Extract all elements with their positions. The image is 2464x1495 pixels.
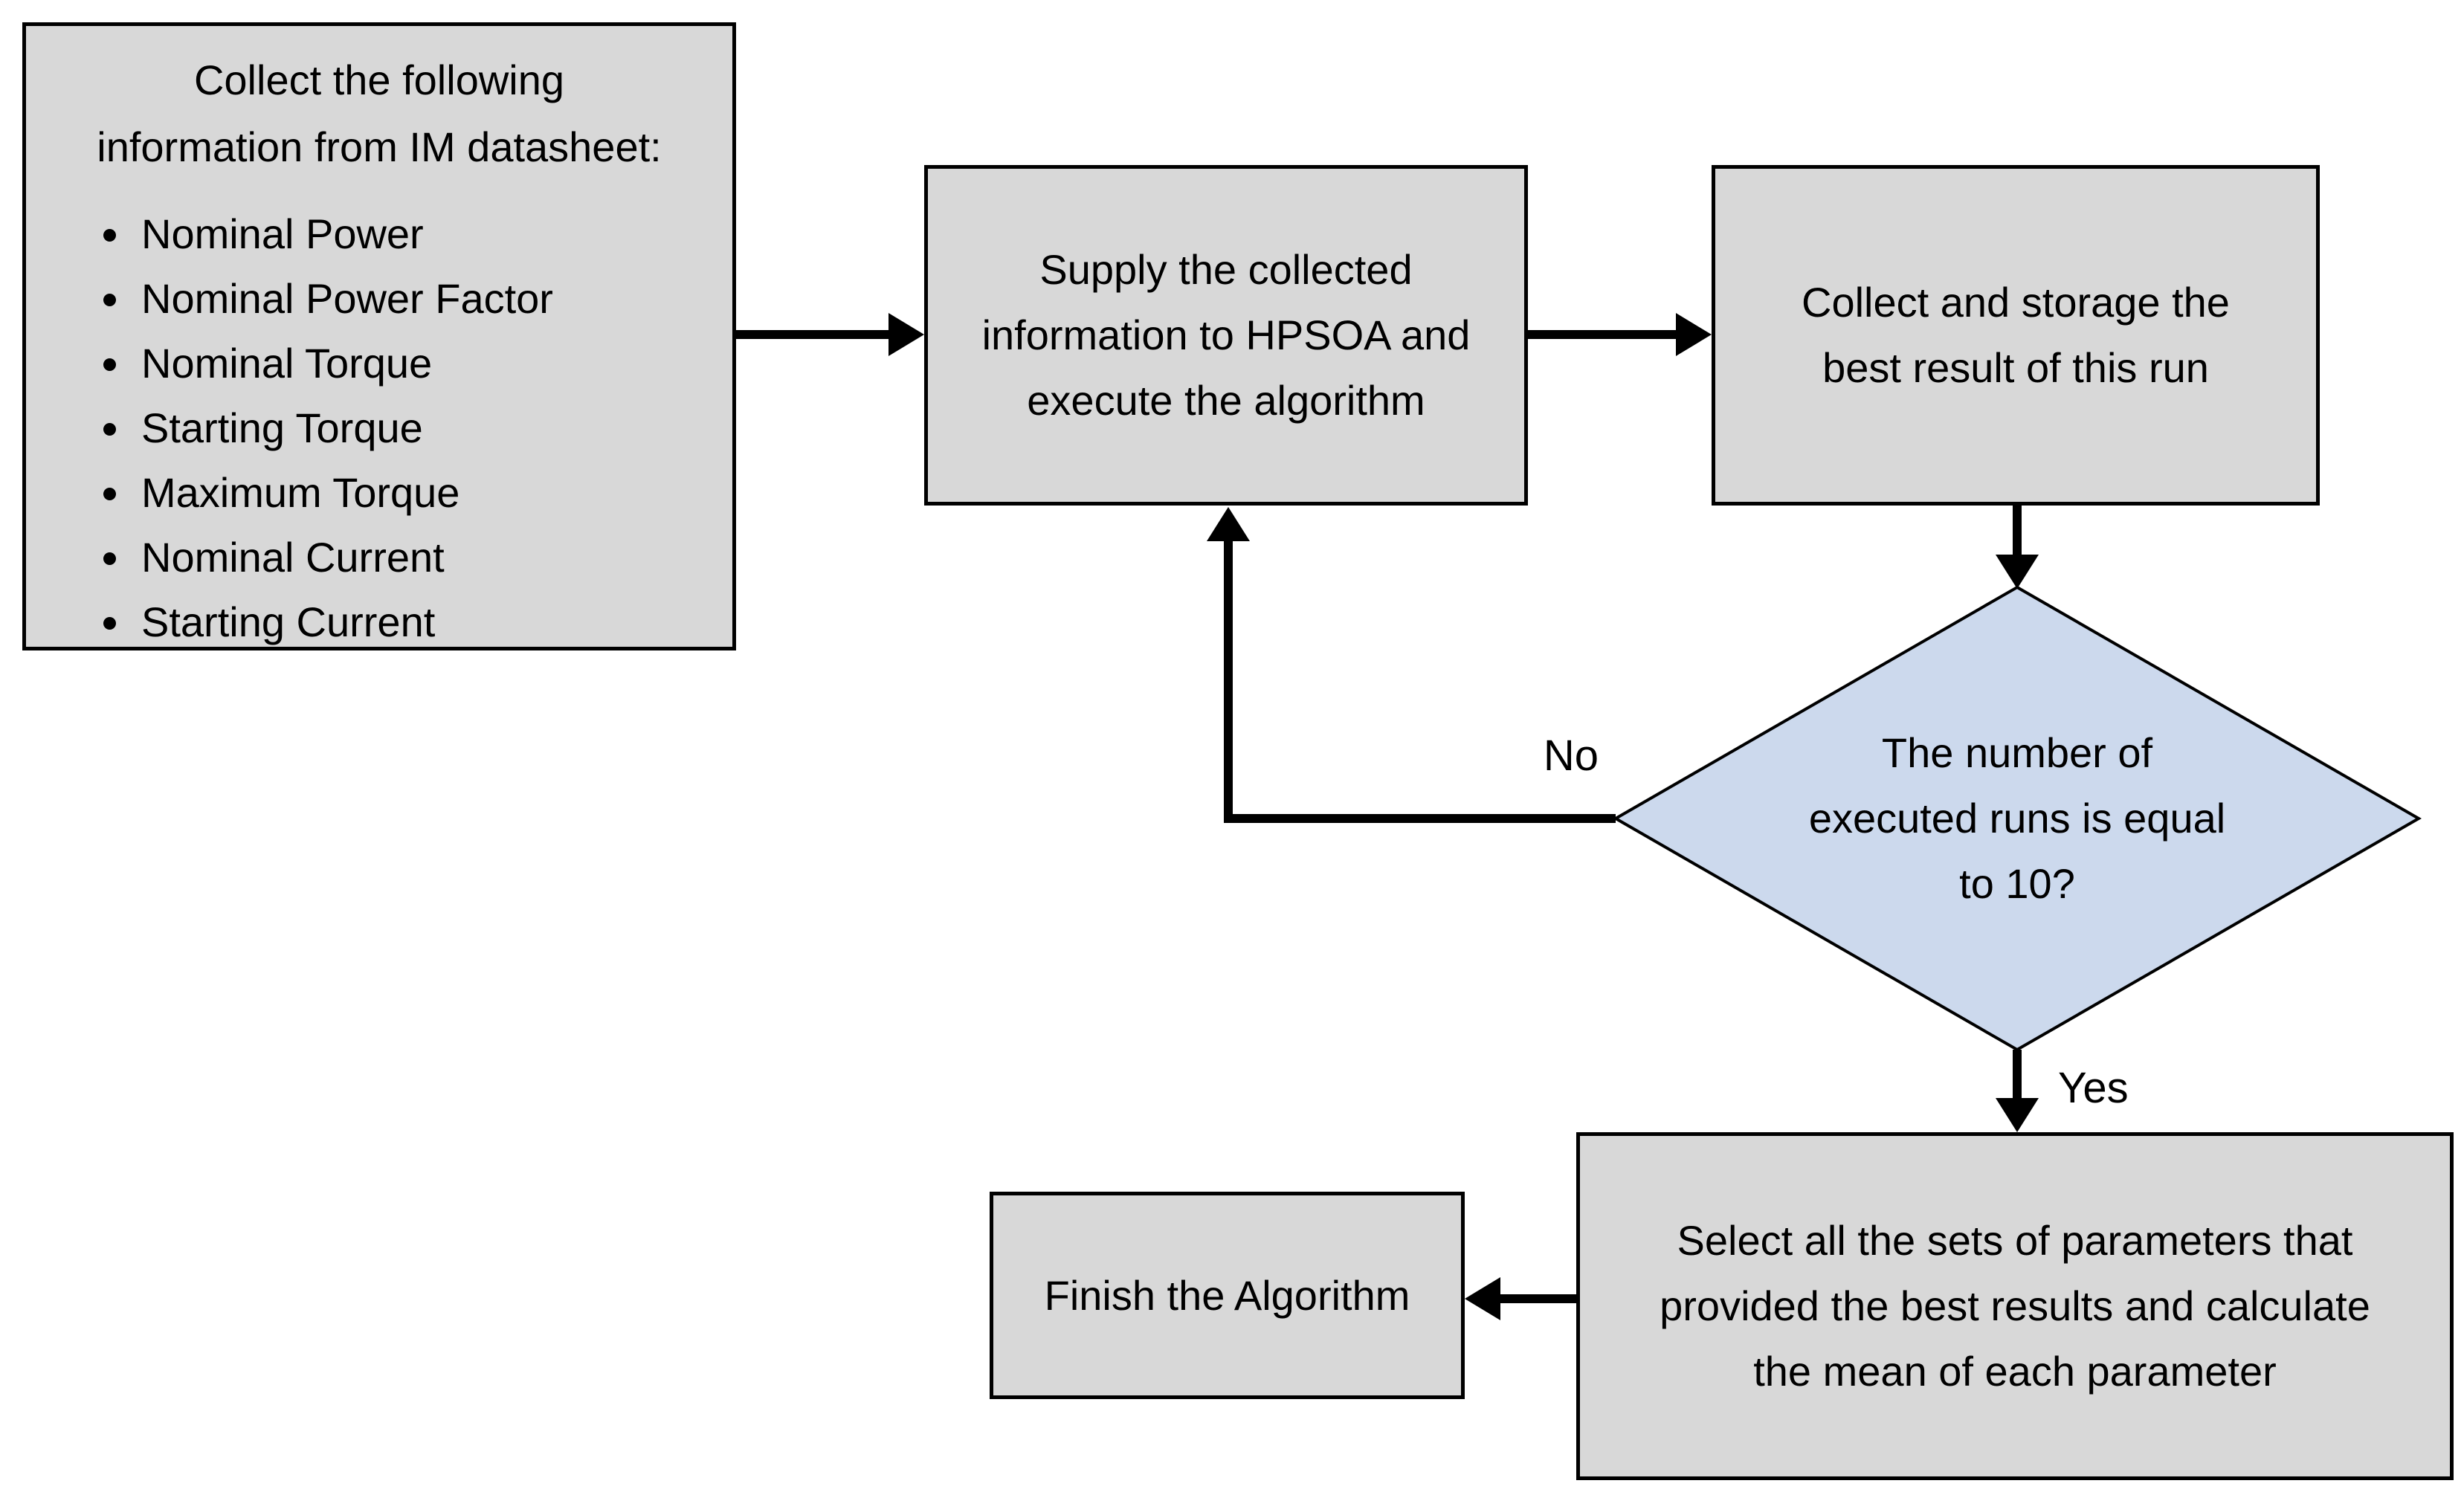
arrow-select-to-finish-head xyxy=(1465,1277,1500,1320)
list-item-starting-current: Starting Current xyxy=(134,590,732,654)
arrow-supply-to-storage-head xyxy=(1676,313,1712,356)
process-box-collect-storage: Collect and storage the best result of t… xyxy=(1712,165,2320,506)
arrow-collect-to-supply xyxy=(736,313,924,356)
arrow-no-branch-head xyxy=(1207,507,1250,541)
process-box-supply-hpsoa: Supply the collected information to HPSO… xyxy=(924,165,1528,506)
list-item-nominal-power-factor: Nominal Power Factor xyxy=(134,266,732,331)
process-box-collect-info: Collect the following information from I… xyxy=(22,22,736,650)
collect-box-list: Nominal Power Nominal Power Factor Nomin… xyxy=(26,201,732,654)
process-box-finish-algorithm: Finish the Algorithm xyxy=(990,1192,1465,1399)
process-box-select-parameters: Select all the sets of parameters that p… xyxy=(1576,1132,2454,1480)
arrow-collect-to-supply-head xyxy=(888,313,924,356)
arrow-yes-branch xyxy=(1996,1050,2039,1132)
storage-box-text: Collect and storage the best result of t… xyxy=(1802,279,2230,391)
arrow-storage-to-decision-head xyxy=(1996,555,2039,589)
arrow-no-branch xyxy=(1207,507,1616,823)
arrow-select-to-finish xyxy=(1465,1277,1576,1320)
select-box-text: Select all the sets of parameters that p… xyxy=(1660,1217,2370,1395)
arrow-supply-to-storage xyxy=(1528,313,1712,356)
decision-diamond xyxy=(1612,585,2422,1052)
branch-label-no: No xyxy=(1543,732,1599,780)
list-item-nominal-torque: Nominal Torque xyxy=(134,331,732,395)
supply-box-text: Supply the collected information to HPSO… xyxy=(981,246,1471,424)
decision-diamond-text: The number of executed runs is equal to … xyxy=(1808,729,2226,907)
list-item-starting-torque: Starting Torque xyxy=(134,395,732,460)
finish-box-text: Finish the Algorithm xyxy=(1044,1271,1410,1319)
arrow-storage-to-decision xyxy=(1996,506,2039,589)
list-item-nominal-current: Nominal Current xyxy=(134,525,732,590)
branch-label-yes: Yes xyxy=(2058,1064,2129,1112)
list-item-maximum-torque: Maximum Torque xyxy=(134,460,732,525)
list-item-nominal-power: Nominal Power xyxy=(134,201,732,266)
arrow-no-branch-shaft xyxy=(1224,540,1616,823)
arrow-yes-branch-head xyxy=(1996,1098,2039,1132)
collect-box-title: Collect the following information from I… xyxy=(97,56,662,170)
